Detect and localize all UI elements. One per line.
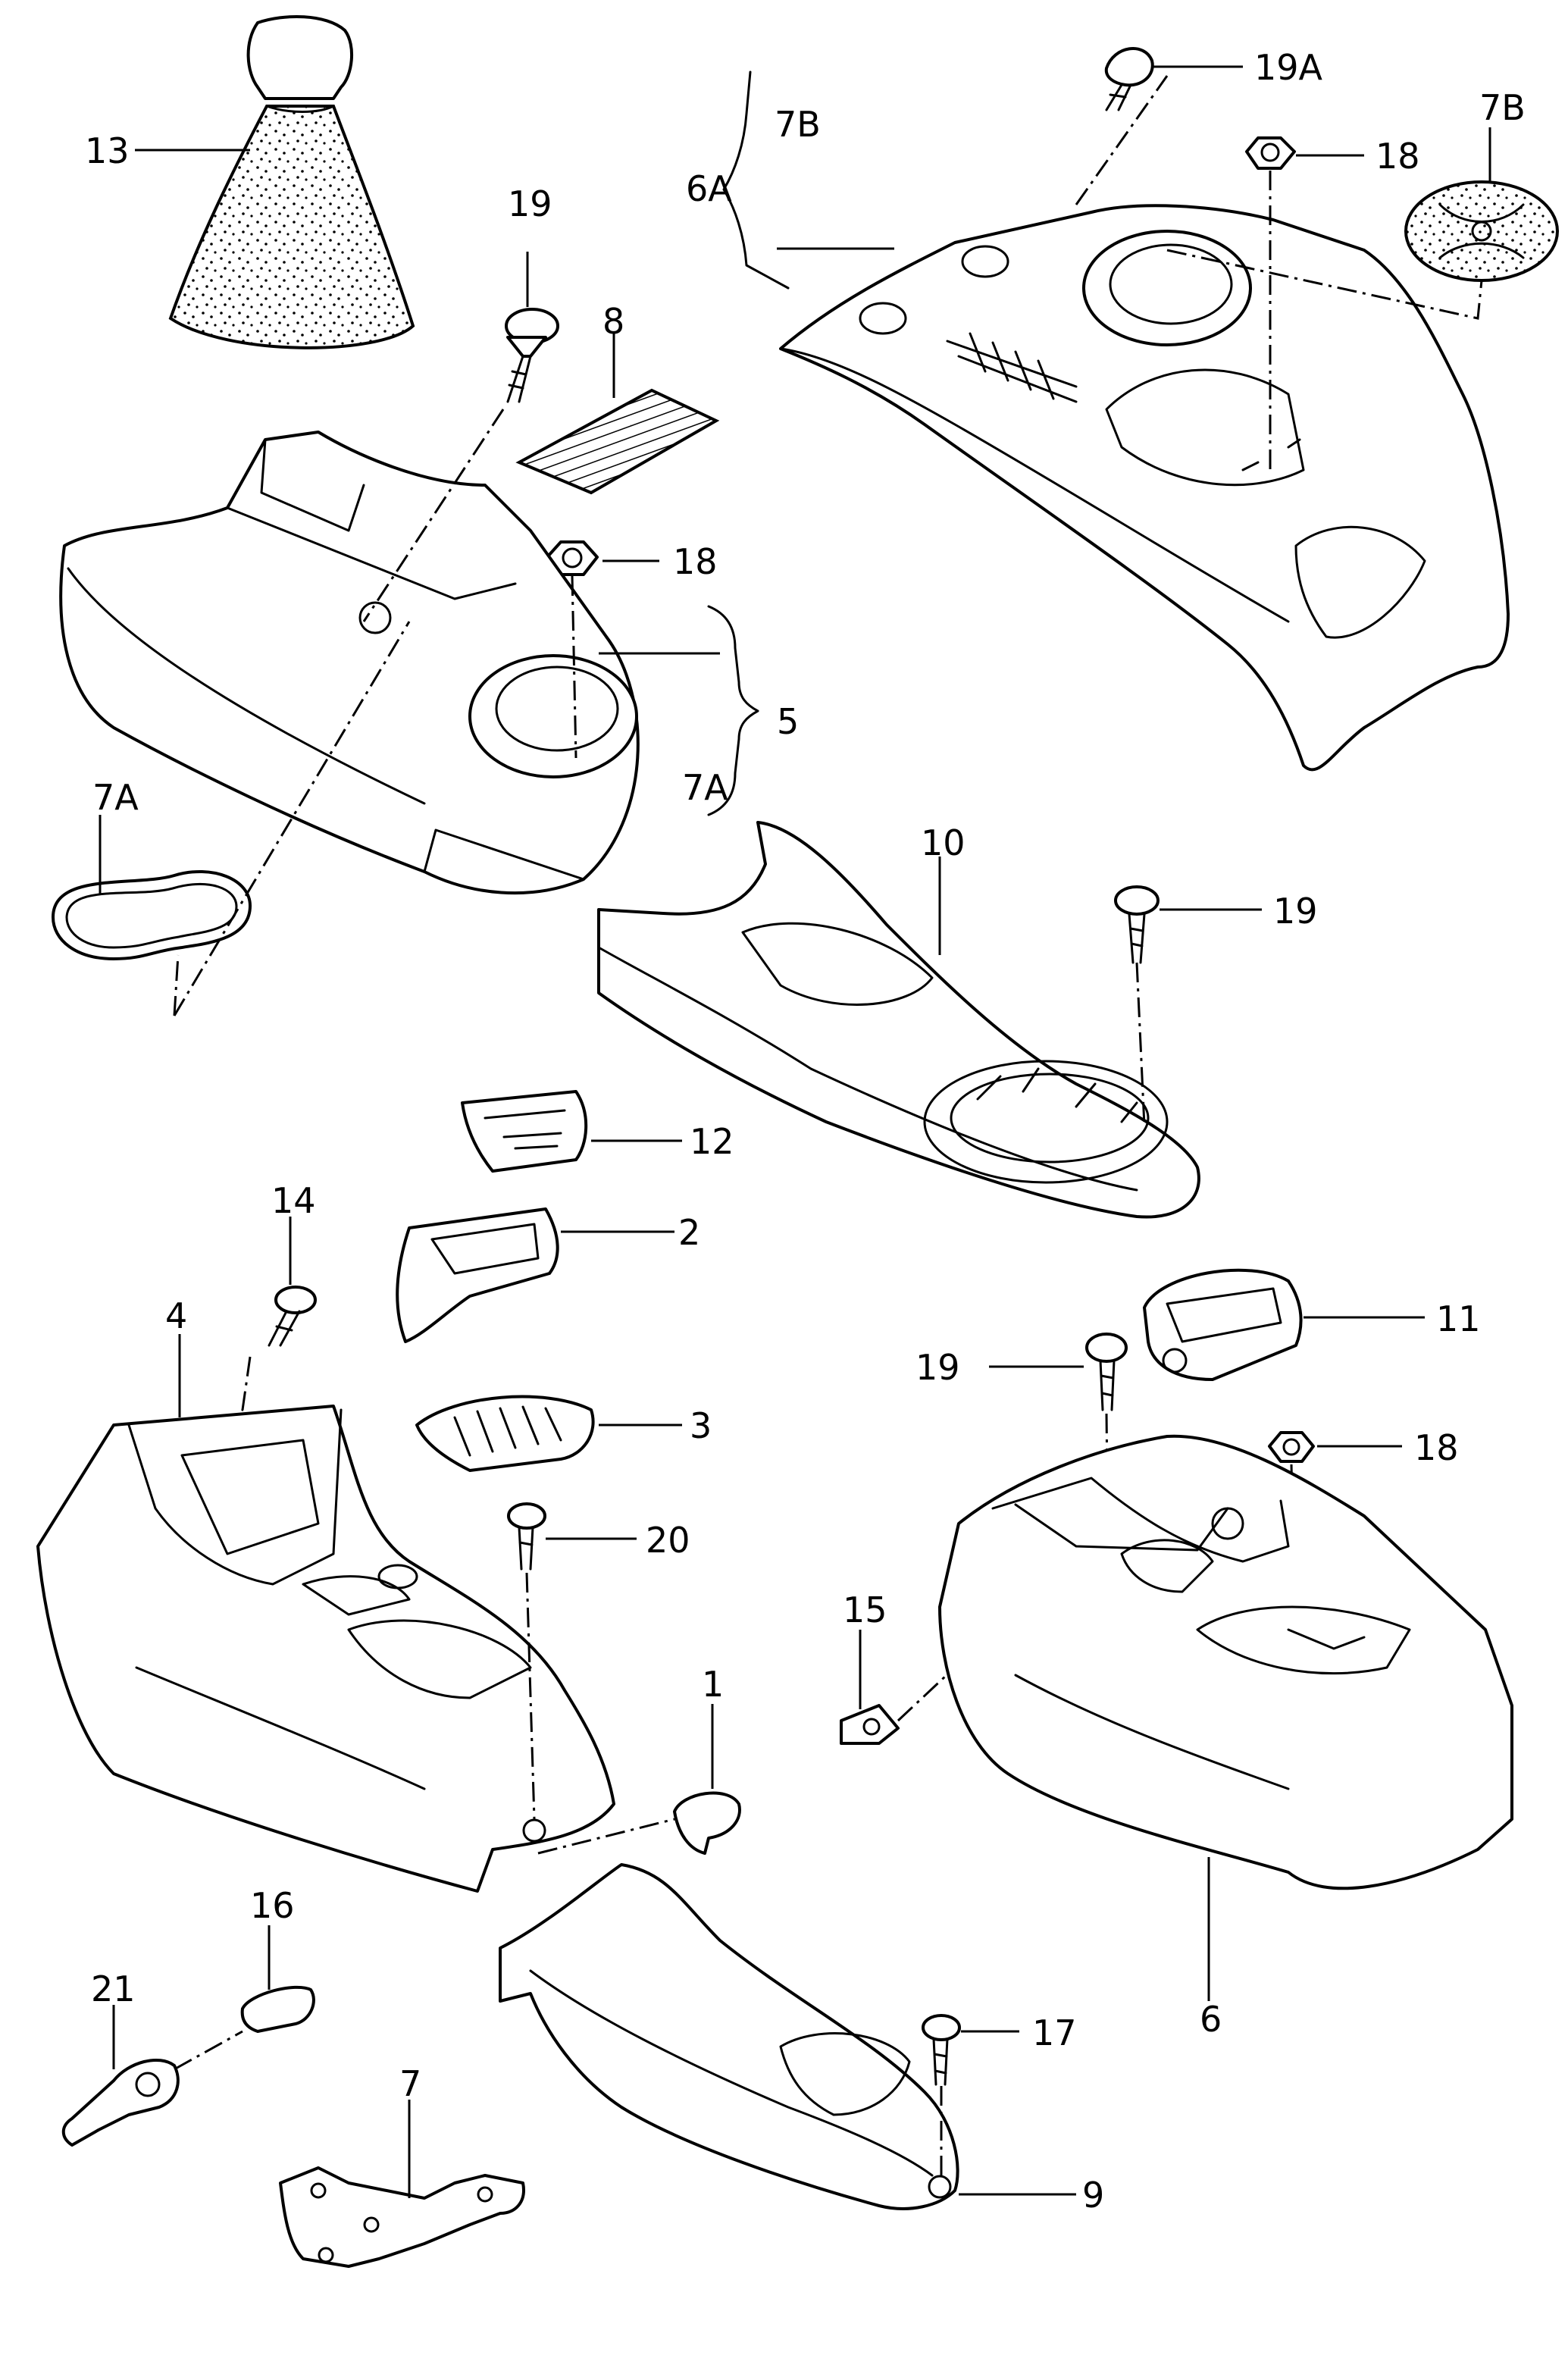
screw-14 [268, 1286, 317, 1347]
label-15: 15 [843, 1589, 887, 1630]
label-19-right: 19 [1273, 891, 1318, 932]
console-5 [59, 431, 640, 895]
vent-grille-3 [415, 1395, 595, 1472]
label-6: 6 [1200, 1999, 1222, 2040]
console-cover-6a [779, 204, 1510, 772]
bracket-7 [279, 2166, 525, 2268]
label-21: 21 [91, 1968, 136, 2009]
switch-housing-12 [461, 1090, 588, 1173]
label-13: 13 [85, 130, 130, 171]
grille-8 [515, 388, 720, 495]
label-8: 8 [602, 301, 624, 342]
label-12: 12 [690, 1121, 734, 1162]
label-2: 2 [678, 1212, 700, 1253]
label-14: 14 [271, 1180, 316, 1221]
clip-15 [840, 1704, 900, 1745]
console-6 [938, 1434, 1513, 1890]
label-6a: 6A [686, 168, 732, 209]
switch-module-11 [1143, 1268, 1303, 1381]
bulb-holder-21 [61, 2058, 180, 2147]
label-1: 1 [702, 1664, 724, 1705]
seal-7a-left [52, 870, 252, 960]
screw-19-right [1114, 885, 1160, 964]
label-19-top: 19 [508, 183, 552, 224]
console-4 [36, 1405, 615, 1893]
screw-17 [922, 2014, 961, 2086]
label-7b-top: 7B [775, 104, 821, 145]
lower-trim-9 [499, 1863, 959, 2210]
label-19-mid: 19 [915, 1347, 960, 1388]
label-18-top: 18 [1376, 136, 1420, 177]
nut-18-low [1268, 1431, 1315, 1463]
label-7: 7 [399, 2063, 421, 2104]
cap-1 [673, 1791, 741, 1855]
label-5: 5 [777, 701, 799, 742]
label-17: 17 [1032, 2012, 1077, 2053]
screw-19-mid [1085, 1333, 1128, 1411]
label-3: 3 [690, 1405, 712, 1446]
nut-18-top [1245, 136, 1296, 170]
screw-19a [1104, 47, 1154, 111]
screw-19-top [505, 308, 559, 403]
label-7b-right: 7B [1479, 87, 1526, 128]
label-16: 16 [250, 1885, 295, 1926]
console-trim-10 [597, 821, 1200, 1219]
cup-mat-7b [1404, 180, 1559, 282]
label-18-low: 18 [1414, 1427, 1459, 1468]
screw-20 [507, 1502, 546, 1571]
label-19a: 19A [1254, 47, 1323, 88]
label-10: 10 [921, 822, 966, 863]
bulb-16 [240, 1985, 315, 2033]
label-18-mid: 18 [673, 541, 718, 582]
label-4: 4 [165, 1295, 187, 1336]
tray-2 [396, 1207, 559, 1343]
label-7a-mid: 7A [682, 767, 728, 808]
label-9: 9 [1082, 2175, 1104, 2216]
label-7a-left: 7A [92, 777, 139, 818]
label-20: 20 [646, 1520, 690, 1561]
gear-knob-boot [168, 14, 415, 349]
label-11: 11 [1436, 1298, 1481, 1339]
